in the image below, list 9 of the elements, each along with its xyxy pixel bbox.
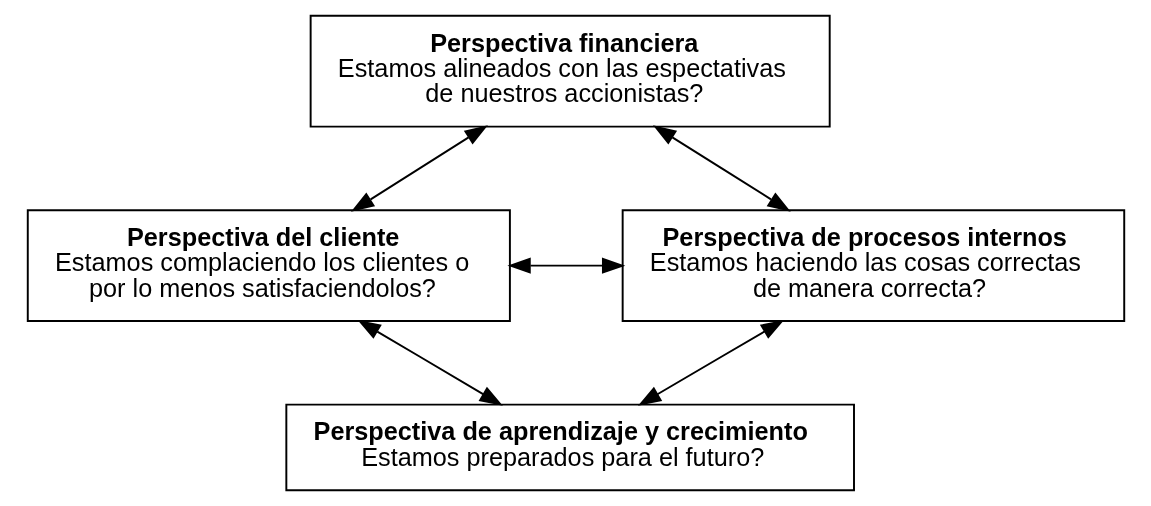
node-box: Perspectiva de procesos internos Estamos haciendo las cosas correctas de manera correcta? xyxy=(621,209,1125,322)
arrow xyxy=(357,319,503,406)
node-box: Perspectiva de aprendizaje y crecimiento Estamos preparados para el futuro? xyxy=(284,403,855,492)
arrow xyxy=(350,125,488,212)
arrow xyxy=(506,257,625,274)
arrow xyxy=(652,125,791,212)
node-box: Perspectiva financiera Estamos alineados con las espectativas de nuestros accionistas? xyxy=(309,14,831,128)
arrow xyxy=(637,319,784,406)
node-box: Perspectiva del cliente Estamos complaciendo los clientes o por lo menos satisfaciendolos? xyxy=(26,209,511,322)
